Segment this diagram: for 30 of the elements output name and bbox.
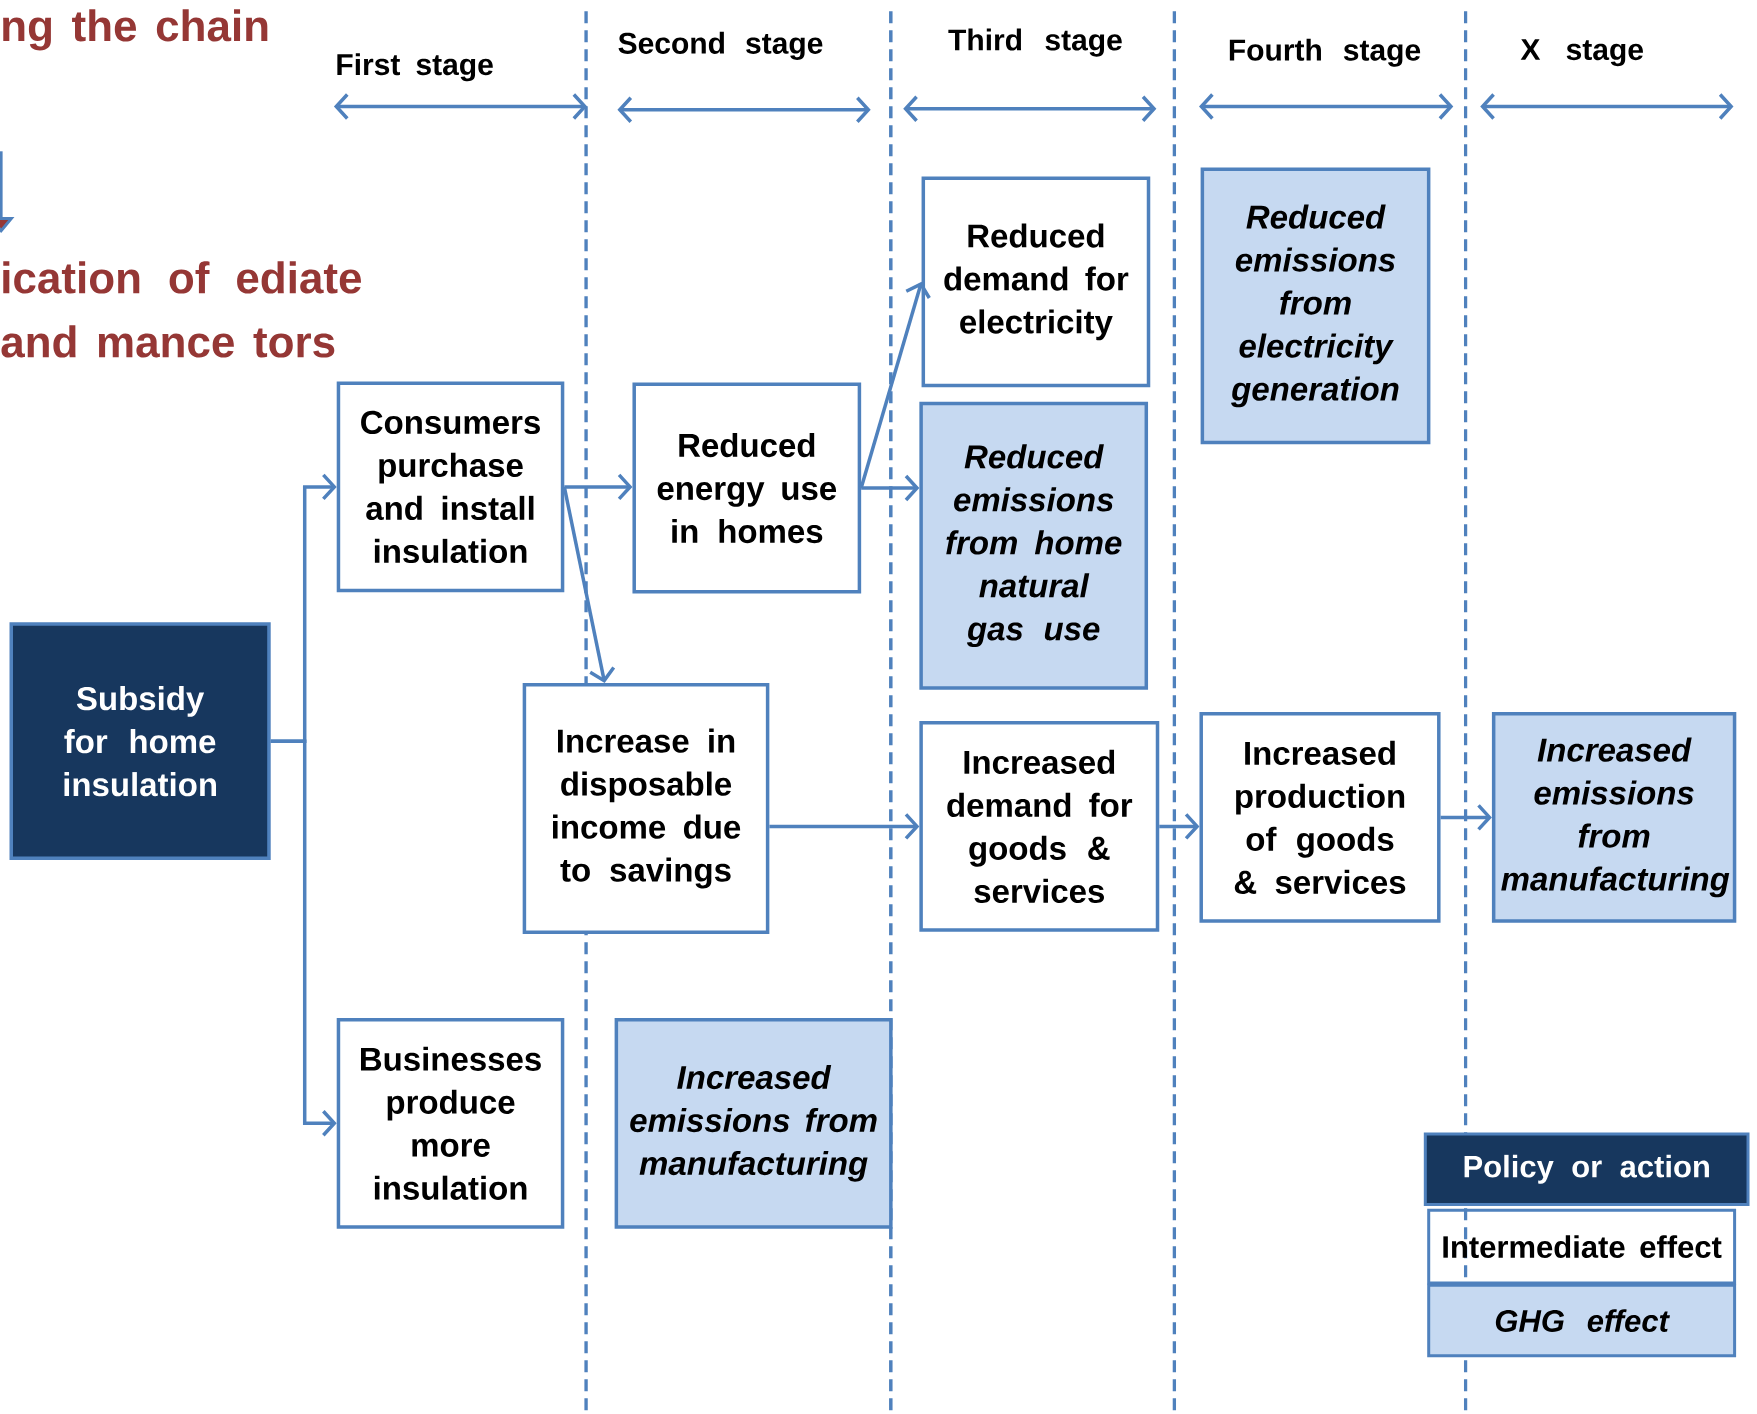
ghg-effect-box: Reduced emissions from electricity generation bbox=[1200, 167, 1431, 445]
ghg-effect-box: Increased emissions from manufacturing bbox=[614, 1017, 893, 1229]
heading-text: ng the chain bbox=[3, 9, 268, 51]
effect-box: Reduced demand for electricity bbox=[921, 176, 1151, 388]
arrow bbox=[562, 486, 616, 683]
arrow bbox=[859, 281, 931, 489]
policy-box: Subsidy for home insulation bbox=[9, 622, 271, 861]
stage-label: Third stage bbox=[948, 28, 1122, 57]
effect-box: Reduced energy use in homes bbox=[632, 382, 862, 594]
stage-label: X stage bbox=[1520, 39, 1643, 67]
effect-box: Increase in disposable income due to savings bbox=[522, 682, 770, 935]
heading-text: ication of ediate and mance tors bbox=[1, 261, 361, 358]
stage-label: First stage bbox=[337, 53, 493, 82]
arrow bbox=[861, 474, 920, 502]
legend-text: Intermediate effect bbox=[1443, 1235, 1722, 1258]
stage-label: Fourth stage bbox=[1229, 38, 1421, 67]
arrow bbox=[769, 813, 920, 840]
ghg-effect-box: Reduced emissions from home natural gas use bbox=[919, 401, 1149, 690]
effect-box: Consumers purchase and install insulation bbox=[336, 381, 565, 593]
legend-text: GHG effect bbox=[1495, 1309, 1670, 1332]
arrow bbox=[1159, 813, 1200, 840]
arrow bbox=[270, 739, 337, 1137]
ghg-effect-box: Increased emissions from manufacturing bbox=[1491, 712, 1737, 923]
legend-text: Policy or action bbox=[1464, 1154, 1709, 1184]
effect-box: Increased production of goods & services bbox=[1199, 712, 1441, 923]
stage-label: Second stage bbox=[618, 31, 823, 60]
effect-box: Increased demand for goods & services bbox=[919, 721, 1160, 932]
arrow bbox=[564, 473, 633, 501]
effect-box: Businesses produce more insulation bbox=[336, 1017, 565, 1229]
arrow bbox=[1440, 804, 1492, 831]
